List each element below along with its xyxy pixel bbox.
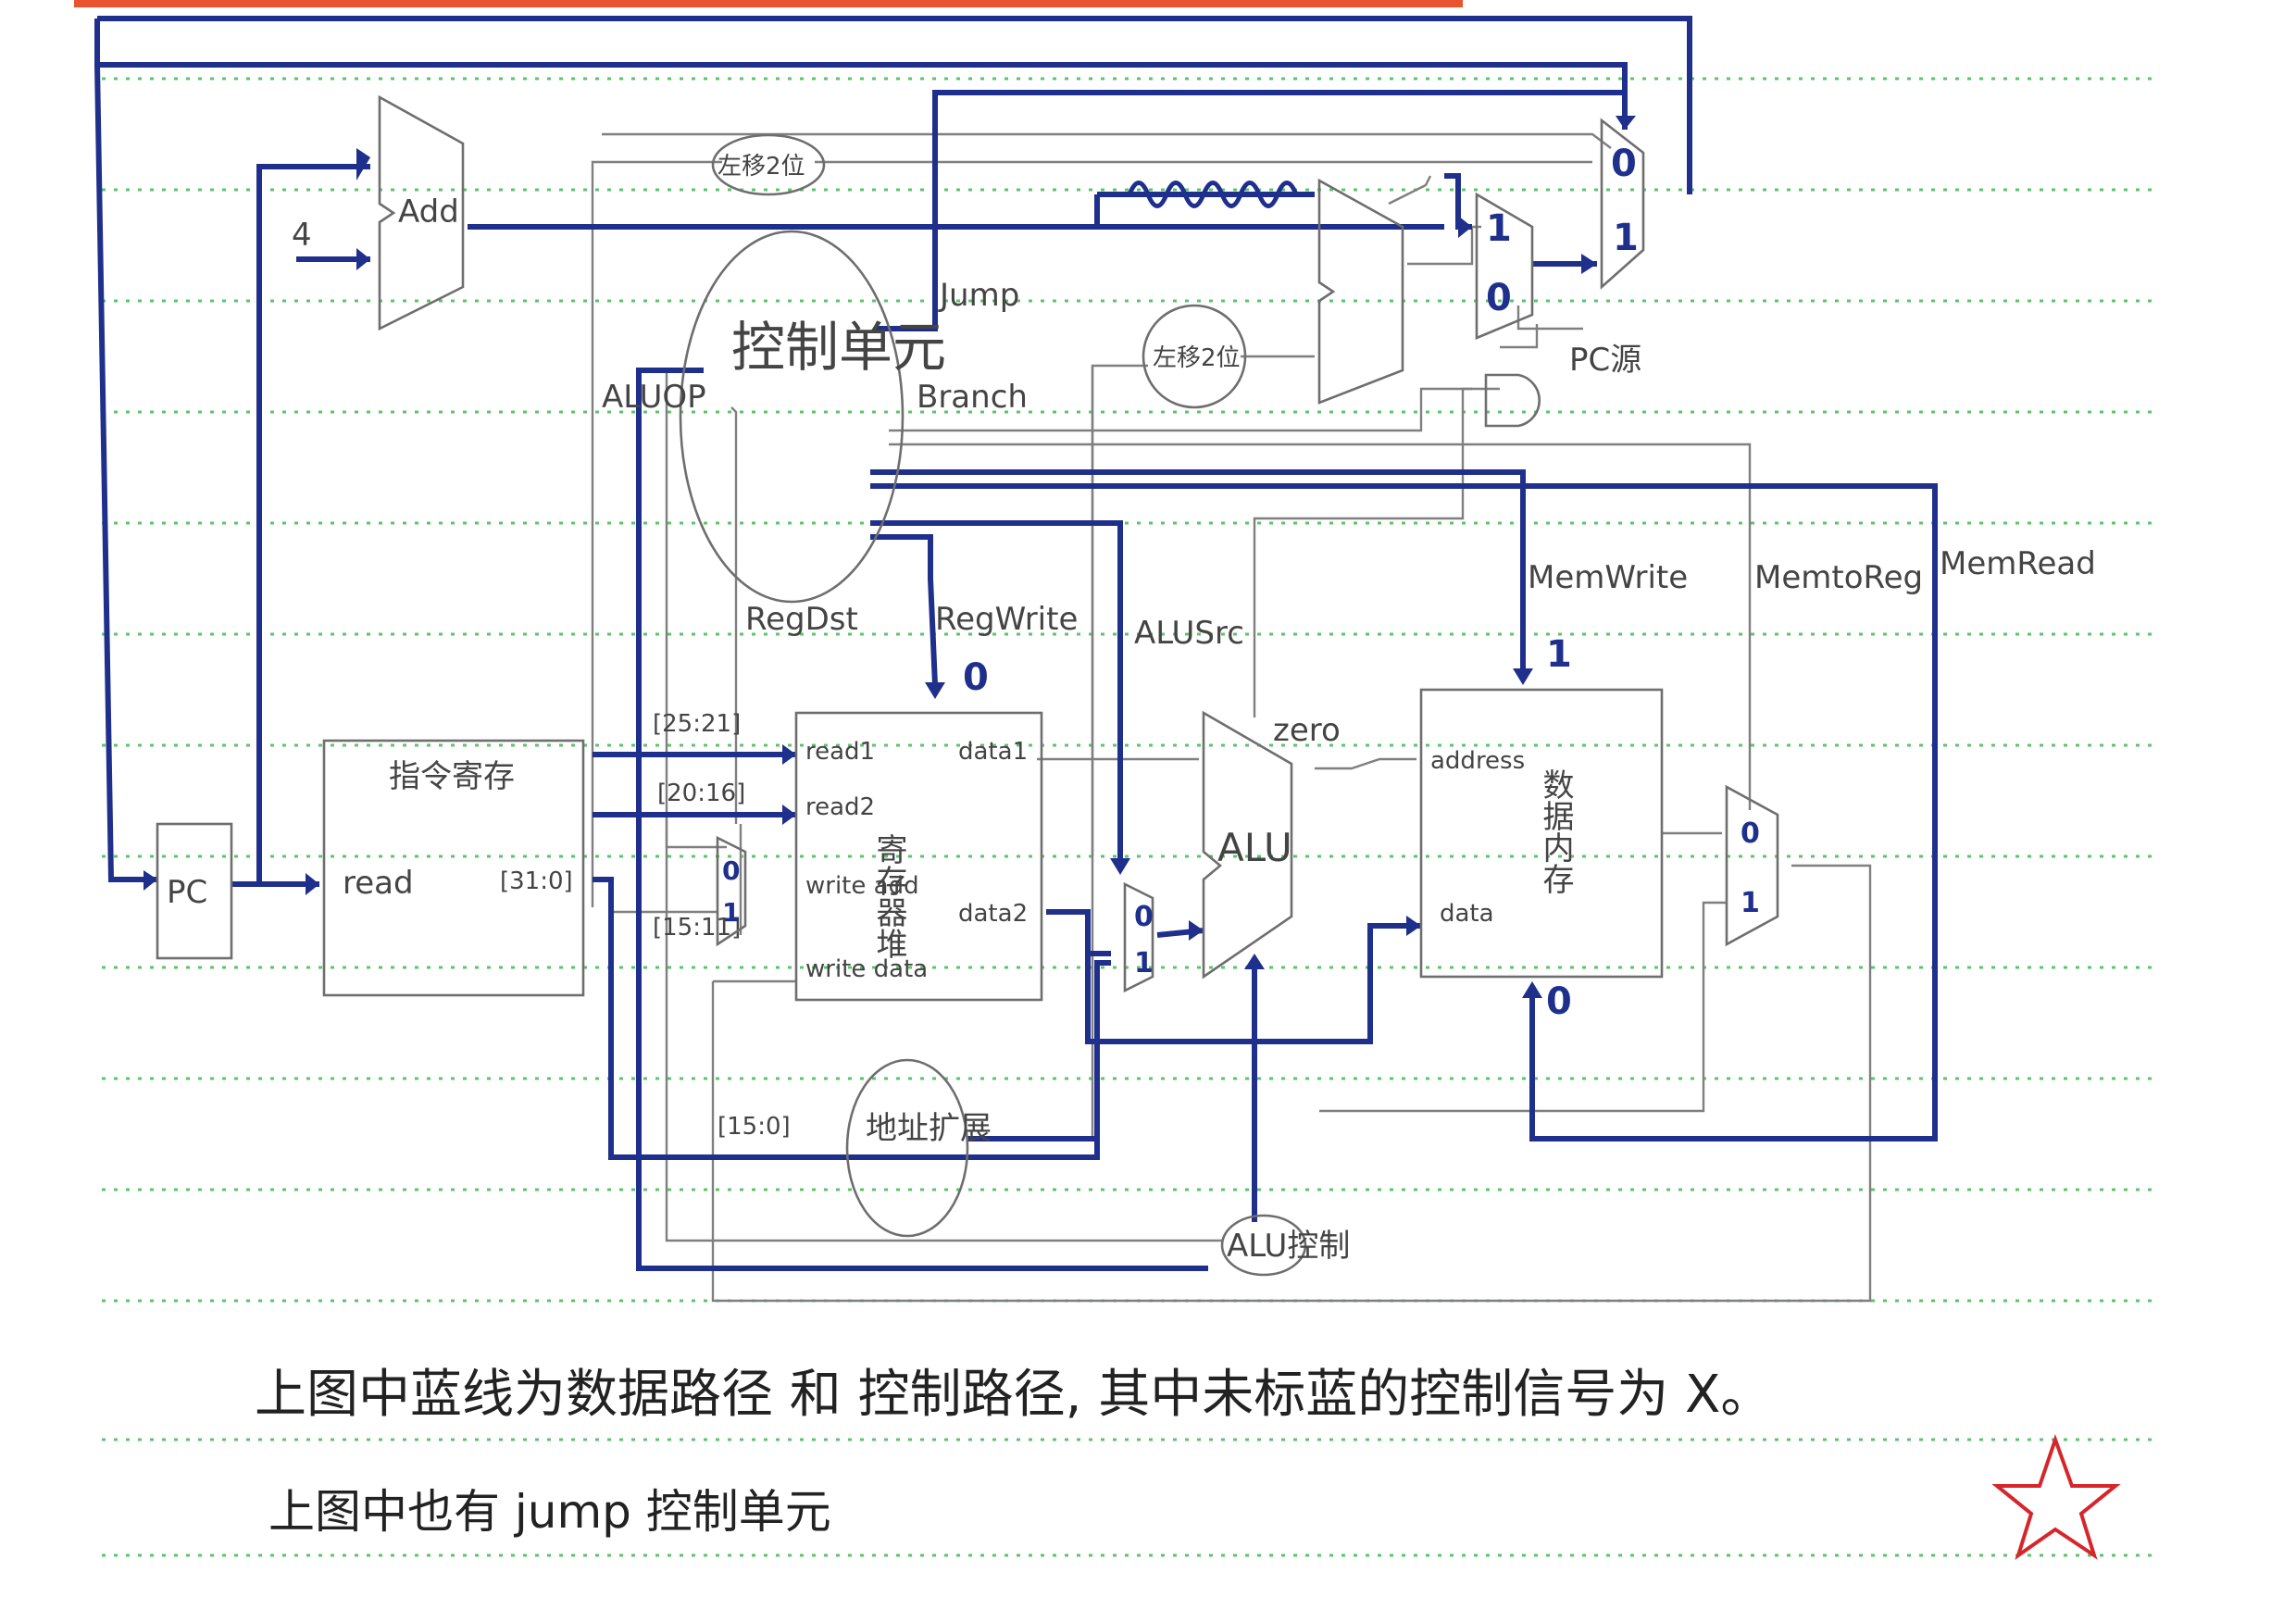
regfile-data2: data2 xyxy=(958,900,1028,928)
regdst-mux-1: 1 xyxy=(722,897,740,928)
branch-mux-1: 1 xyxy=(1486,207,1512,250)
instruction-bits-label: [31:0] xyxy=(500,867,573,895)
alu-zero-label: zero xyxy=(1273,712,1341,749)
note-line-2: 上图中也有 jump 控制单元 xyxy=(268,1485,831,1539)
sign-extend-label: 地址扩展 xyxy=(866,1110,992,1147)
sign-extend xyxy=(847,1060,967,1236)
pc-adder-label: Add xyxy=(398,193,459,231)
memwrite-signal-label: MemWrite xyxy=(1528,559,1688,596)
memtoreg-mux-0: 0 xyxy=(1741,817,1760,850)
regwrite-signal-label: RegWrite xyxy=(935,601,1078,638)
branch-mux-0: 0 xyxy=(1486,277,1512,319)
memread-mem-value: 0 xyxy=(1546,980,1572,1023)
instruction-memory-label: 指令寄存 xyxy=(389,758,515,795)
field-20-16: [20:16] xyxy=(657,780,745,807)
blue-wires xyxy=(97,19,1935,1268)
regwrite-value: 0 xyxy=(963,656,989,699)
note-line-1: 上图中蓝线为数据路径 和 控制路径, 其中未标蓝的控制信号为 X。 xyxy=(255,1365,1772,1425)
alu-control-label: ALU控制 xyxy=(1227,1228,1350,1265)
field-25-21: [25:21] xyxy=(653,710,741,738)
regfile-label: 寄存器堆 xyxy=(870,833,907,959)
regfile-data1: data1 xyxy=(958,738,1028,766)
regdst-mux-0: 0 xyxy=(722,855,740,886)
top-margin-bar xyxy=(74,0,1463,7)
alusrc-mux-0: 0 xyxy=(1134,901,1154,933)
memread-signal-label: MemRead xyxy=(1940,545,2096,582)
data-memory-address: address xyxy=(1430,747,1525,775)
field-15-0: [15:0] xyxy=(718,1113,791,1141)
memtoreg-signal-label: MemtoReg xyxy=(1754,559,1923,596)
data-memory-data: data xyxy=(1440,900,1494,928)
memtoreg-mux xyxy=(1727,787,1778,944)
jump-mux-0: 0 xyxy=(1611,143,1637,185)
branch-and-gate xyxy=(1486,375,1540,426)
branch-adder xyxy=(1319,181,1403,403)
alusrc-mux-1: 1 xyxy=(1134,947,1154,979)
memtoreg-mux-1: 1 xyxy=(1741,887,1760,919)
instruction-memory-read-label: read xyxy=(343,865,414,902)
pc-source-label: PC源 xyxy=(1569,342,1641,379)
control-unit-label: 控制单元 xyxy=(731,316,946,379)
alusrc-signal-label: ALUSrc xyxy=(1134,615,1244,652)
control-unit xyxy=(680,231,903,602)
red-star-icon xyxy=(1997,1440,2115,1555)
adder-four-label: 4 xyxy=(292,217,312,254)
shift-left-mid-label: 左移2位 xyxy=(1153,344,1241,372)
memwrite-value: 1 xyxy=(1546,633,1572,676)
branch-signal-label: Branch xyxy=(917,379,1028,416)
data-memory-label: 数据内存 xyxy=(1537,768,1574,894)
pc-label: PC xyxy=(167,874,207,911)
regfile-read1: read1 xyxy=(805,738,875,766)
regfile-write-data: write data xyxy=(805,955,928,983)
regfile-read2: read2 xyxy=(805,793,875,821)
aluop-signal-label: ALUOP xyxy=(602,379,706,416)
shift-left-top-label: 左移2位 xyxy=(718,153,805,181)
jump-signal-label: Jump xyxy=(938,277,1019,314)
regdst-signal-label: RegDst xyxy=(745,601,858,638)
jump-mux-1: 1 xyxy=(1613,217,1639,259)
alu-label: ALU xyxy=(1217,825,1292,870)
ruled-lines xyxy=(102,79,2157,1555)
